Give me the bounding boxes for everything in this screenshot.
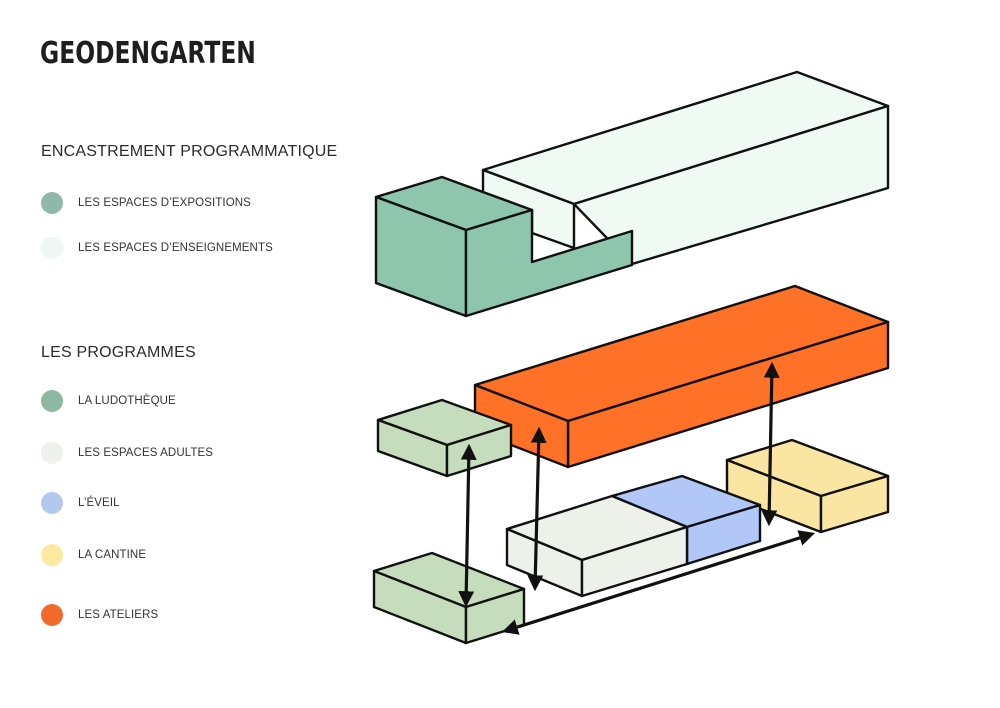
expositions-volume (374, 175, 634, 318)
legend-item-ateliers: LES ATELIERS (41, 603, 158, 627)
legend-swatch-ateliers (41, 604, 63, 626)
arrow-ludotheque-cantine-link (501, 530, 816, 635)
ludotheque-lower-volume (372, 551, 526, 645)
section-heading-programmes: LES PROGRAMMES (41, 344, 196, 361)
expositions-notch-edge (531, 232, 575, 249)
legend-label-cantine: LA CANTINE (78, 549, 147, 561)
legend-item-enseignements: LES ESPACES D’ENSEIGNEMENTS (41, 236, 273, 260)
legend-swatch-expositions (41, 192, 63, 214)
expositions-front-face (464, 208, 634, 318)
legend-swatch-adultes (41, 442, 63, 464)
legend-swatch-enseignements (41, 237, 63, 259)
cantine-front-face (819, 474, 890, 534)
enseignements-volume (481, 70, 890, 266)
arrow-ludotheque-link (458, 443, 477, 608)
legend-item-adultes: LES ESPACES ADULTES (41, 441, 213, 465)
legend-swatch-ludotheque (41, 390, 63, 412)
legend-label-adultes: LES ESPACES ADULTES (78, 447, 214, 459)
legend-swatch-eveil (41, 492, 63, 514)
legend-label-ateliers: LES ATELIERS (78, 609, 159, 621)
legend-label-ludotheque: LA LUDOTHÈQUE (78, 395, 176, 407)
legend-label-eveil: L’ÉVEIL (78, 497, 120, 509)
legend-swatch-cantine (41, 544, 63, 566)
page-title: GEODENGARTEN (40, 36, 256, 71)
legend-item-eveil: L’ÉVEIL (41, 491, 120, 515)
section-heading-encastrement: ENCASTREMENT PROGRAMMATIQUE (41, 143, 338, 160)
legend-item-expositions: LES ESPACES D’EXPOSITIONS (41, 191, 251, 215)
legend-label-expositions: LES ESPACES D’EXPOSITIONS (78, 197, 251, 209)
legend-item-ludotheque: LA LUDOTHÈQUE (41, 389, 176, 413)
legend-label-enseignements: LES ESPACES D’ENSEIGNEMENTS (78, 242, 273, 254)
arrow-ateliers-cantine-link (761, 361, 780, 527)
legend-item-cantine: LA CANTINE (41, 543, 146, 567)
ateliers-volume (473, 284, 890, 469)
